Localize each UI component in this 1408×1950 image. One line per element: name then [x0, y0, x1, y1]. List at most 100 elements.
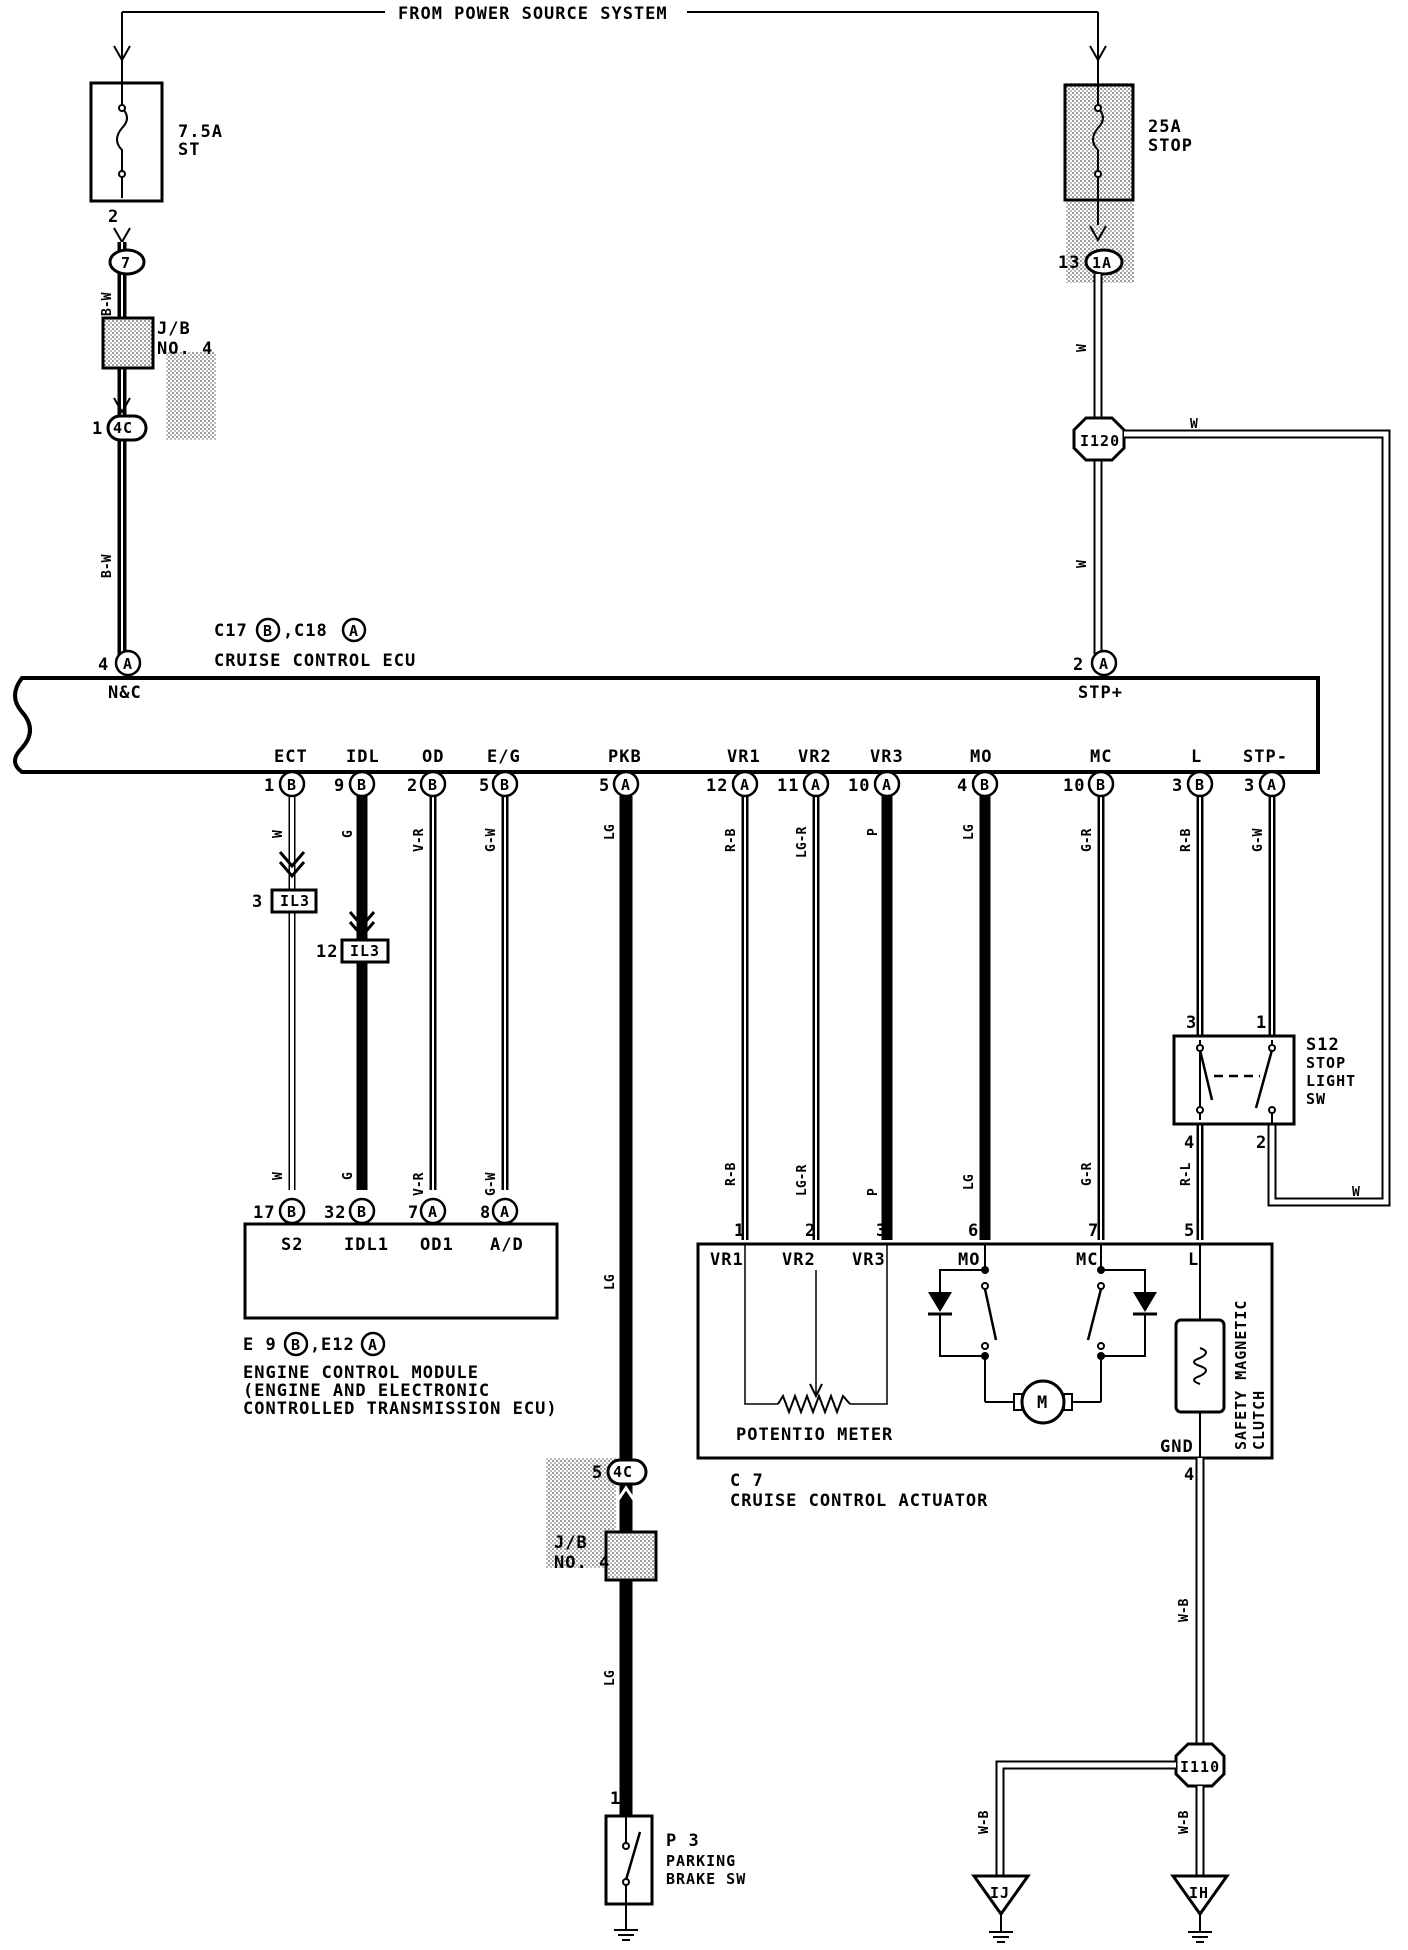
ecm-code-e9: E 9 — [243, 1335, 277, 1355]
motor-circuit — [928, 1244, 1157, 1425]
connector-4c-pin: 1 — [92, 419, 103, 439]
wire-color-w-2: W — [1075, 560, 1090, 568]
jb4b-shade — [546, 1458, 616, 1568]
ground-icon-pkb — [614, 1929, 638, 1941]
connector-4c-pkb-label: 4C — [613, 1463, 633, 1481]
ecm-od1-conn: A — [428, 1203, 438, 1221]
ecu-ect-label: ECT — [274, 747, 308, 767]
wire-color-idl-bot: G — [341, 1172, 356, 1180]
parking-brake-switch — [604, 1814, 654, 1906]
stop-switch-name-1: STOP — [1306, 1054, 1346, 1072]
stop-switch-pin-2: 2 — [1256, 1133, 1267, 1153]
ecu-nc-pin: 4 — [98, 655, 109, 675]
ground-ij — [971, 1874, 1031, 1917]
wire-color-vr3-bot: P — [866, 1188, 881, 1196]
jb4-shade — [166, 352, 216, 440]
jb4-label-1: J/B — [157, 319, 191, 339]
diode-mo-icon — [928, 1292, 952, 1312]
wire-wb-ij — [995, 1760, 1176, 1876]
ecu-pkb-pin: 5 — [599, 776, 610, 796]
ecm-name-1: ENGINE CONTROL MODULE — [243, 1363, 479, 1383]
wire-color-idl-top: G — [341, 830, 356, 838]
wire-color-mo-top: LG — [962, 824, 977, 840]
ecm-ad-conn: A — [500, 1203, 510, 1221]
ecu-stp-plus-conn: A — [1099, 655, 1109, 673]
ecm-terminals — [278, 1197, 519, 1225]
ecm-ad-pin: 8 — [480, 1203, 491, 1223]
ecu-mo-pin: 4 — [957, 776, 968, 796]
ecm-code-b: B — [291, 1336, 301, 1354]
ecu-idl-pin: 9 — [334, 776, 345, 796]
jb4b-label-1: J/B — [554, 1533, 588, 1553]
stop-switch-name-2: LIGHT — [1306, 1072, 1356, 1090]
st-fuse-element-icon — [116, 60, 128, 198]
ecu-vr1-label: VR1 — [727, 747, 761, 767]
wire-color-w-1: W — [1075, 344, 1090, 352]
ecu-eg-pin: 5 — [479, 776, 490, 796]
wire-color-vr2-bot: LG-R — [795, 1165, 810, 1196]
wire-color-mc-top: G-R — [1080, 828, 1095, 852]
stop-fuse-rating: 25A — [1148, 117, 1182, 137]
ecu-code-b: B — [263, 622, 273, 640]
wire-color-w-4: W — [1352, 1185, 1360, 1200]
ground-icon-ij — [989, 1931, 1013, 1943]
ecu-ect-pin: 1 — [264, 776, 275, 796]
stop-switch-pin-3: 3 — [1186, 1013, 1197, 1033]
ground-icon-ih — [1188, 1931, 1212, 1943]
stop-light-switch — [1172, 1034, 1296, 1126]
wire-color-vr2-top: LG-R — [795, 827, 810, 858]
potentiometer-label: POTENTIO METER — [736, 1425, 893, 1445]
wire-color-eg-bot: G-W — [484, 1172, 499, 1196]
ecm-code-sep: , — [310, 1335, 321, 1355]
jb4-block — [101, 316, 155, 370]
connector-il3-b-label: IL3 — [350, 942, 380, 960]
wire-color-pkb-mid: LG — [603, 1274, 618, 1290]
ecu-mc-conn: B — [1096, 776, 1106, 794]
ecu-od-pin: 2 — [407, 776, 418, 796]
ecu-bottom-terminals — [278, 770, 1286, 798]
ecu-stp-minus-conn: A — [1267, 776, 1277, 794]
parking-switch-pin: 1 — [610, 1789, 621, 1809]
ecu-eg-conn: B — [500, 776, 510, 794]
connector-i120-label: I120 — [1080, 432, 1120, 450]
ecu-od-label: OD — [422, 747, 444, 767]
wire-color-vr1-bot: R-B — [724, 1162, 739, 1186]
wire-color-vr1-top: R-B — [724, 828, 739, 852]
ecu-stp-plus-pin: 2 — [1073, 655, 1084, 675]
actuator-vr2-label: VR2 — [782, 1250, 816, 1270]
actuator-vr3-pin: 3 — [876, 1221, 887, 1241]
ecu-code-c17: C17 — [214, 621, 248, 641]
ecm-ad-label: A/D — [490, 1235, 524, 1255]
ecm-idl1-pin: 32 — [324, 1203, 346, 1223]
motor-icon — [1020, 1379, 1066, 1425]
cruise-control-ecu — [13, 676, 1320, 774]
ecu-l-conn: B — [1195, 776, 1205, 794]
ground-ih — [1170, 1874, 1230, 1917]
wire-color-mc-bot: G-R — [1080, 1162, 1095, 1186]
clutch-label-2: CLUTCH — [1250, 1390, 1268, 1450]
ecm-s2-conn: B — [287, 1203, 297, 1221]
ecm-od1-pin: 7 — [408, 1203, 419, 1223]
actuator-l-label: L — [1188, 1250, 1199, 1270]
parking-switch-name-1: PARKING — [666, 1852, 736, 1870]
actuator-l-pin: 5 — [1184, 1221, 1195, 1241]
connector-i110-label: I110 — [1180, 1758, 1220, 1776]
connector-il3-a-label: IL3 — [280, 892, 310, 910]
connector-4c — [106, 414, 148, 442]
st-fuse-rating: 7.5A — [178, 122, 223, 142]
actuator-mc-label: MC — [1076, 1250, 1098, 1270]
ecu-nc-label: N&C — [108, 683, 142, 703]
engine-control-module — [243, 1222, 559, 1320]
connector-i120 — [1072, 416, 1126, 462]
ground-ih-label: IH — [1189, 1884, 1209, 1902]
stop-fuse-element-icon — [1092, 60, 1104, 225]
ecu-code-c18: C18 — [294, 621, 328, 641]
connector-il3-b-pin: 12 — [316, 942, 338, 962]
actuator-mo-pin: 6 — [968, 1221, 979, 1241]
stop-switch-name-3: SW — [1306, 1090, 1326, 1108]
potentiometer-resistor-icon — [777, 1393, 851, 1415]
wire-color-vr3-top: P — [866, 828, 881, 836]
jb4b-label-2: NO. 4 — [554, 1553, 610, 1573]
ecu-od-conn: B — [428, 776, 438, 794]
